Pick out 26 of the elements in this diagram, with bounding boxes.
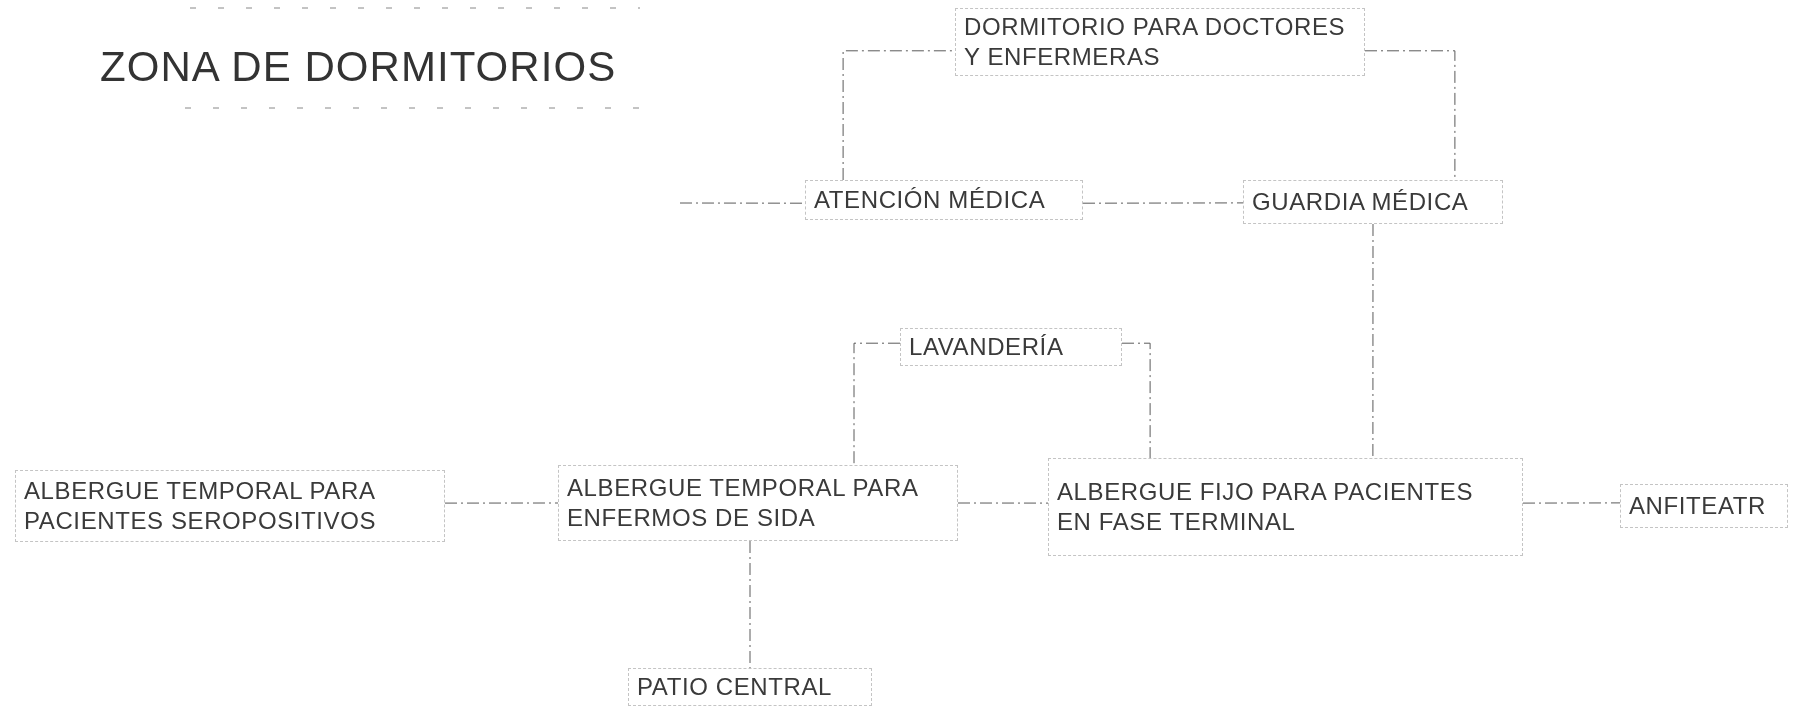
space-name: PATIO CENTRAL: [637, 672, 833, 702]
space-name: ALBERGUE FIJO PARA PACIENTES EN FASE TERMINAL: [1057, 477, 1474, 537]
space-name: LAVANDERÍA: [909, 332, 1065, 362]
space-label-box: [805, 180, 1083, 220]
space-label-box: [1048, 458, 1523, 556]
space-label-box: [900, 328, 1122, 366]
connector-line: [853, 342, 901, 466]
space-name: DORMITORIO PARA DOCTORES Y ENFERMERAS: [964, 12, 1347, 72]
space-label-box: [1243, 180, 1503, 224]
space-name: ALBERGUE TEMPORAL PARA ENFERMOS DE SIDA: [567, 473, 919, 533]
space-name: GUARDIA MÉDICA: [1252, 187, 1470, 217]
space-label-box: [955, 8, 1365, 76]
space-label-box: [558, 465, 958, 541]
space-label-box: [1620, 484, 1788, 528]
connector-line: [1082, 202, 1244, 204]
space-label-box: [628, 668, 872, 706]
connector-line: [957, 502, 1049, 504]
space-name: ANFITEATR: [1629, 491, 1767, 521]
space-name: ALBERGUE TEMPORAL PARA PACIENTES SEROPOSITIVOS: [24, 476, 378, 536]
connector-line: [1121, 342, 1151, 459]
connector-line: [444, 502, 559, 504]
space-label-box: [15, 470, 445, 542]
space-name: ATENCIÓN MÉDICA: [814, 185, 1047, 215]
connector-line: [1372, 223, 1374, 459]
diagram-title: ZONA DE DORMITORIOS: [100, 46, 617, 88]
connector-line: [1522, 502, 1621, 504]
